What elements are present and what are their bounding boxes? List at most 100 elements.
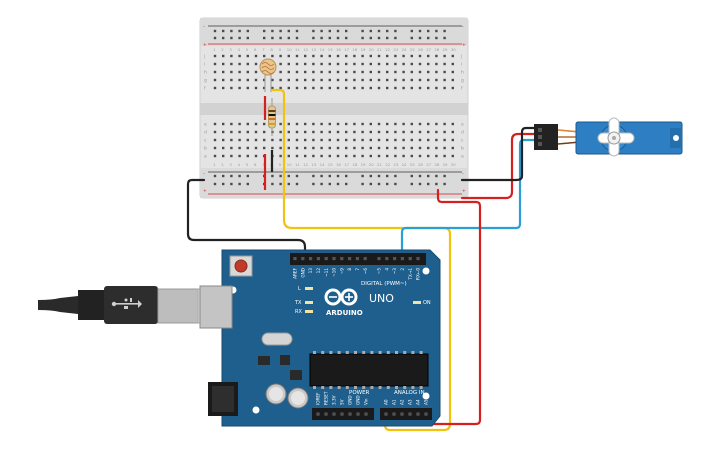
breadboard-hole[interactable] xyxy=(386,54,389,58)
breadboard-hole[interactable] xyxy=(345,54,348,58)
breadboard-hole[interactable] xyxy=(377,54,381,58)
digital-pin[interactable] xyxy=(332,257,336,261)
breadboard-hole[interactable] xyxy=(320,78,323,82)
breadboard-hole[interactable] xyxy=(320,122,323,126)
rail-hole[interactable] xyxy=(369,182,372,186)
breadboard-hole[interactable] xyxy=(353,138,356,142)
rail-hole[interactable] xyxy=(418,174,422,178)
breadboard-hole[interactable] xyxy=(246,70,249,74)
breadboard-hole[interactable] xyxy=(410,62,413,66)
breadboard-hole[interactable] xyxy=(263,122,266,126)
digital-pin[interactable] xyxy=(363,257,367,261)
breadboard-hole[interactable] xyxy=(263,86,266,90)
rail-hole[interactable] xyxy=(213,174,217,178)
breadboard-hole[interactable] xyxy=(304,70,307,74)
rail-hole[interactable] xyxy=(320,36,323,40)
rail-hole[interactable] xyxy=(320,29,323,33)
rail-hole[interactable] xyxy=(410,182,413,186)
breadboard-hole[interactable] xyxy=(271,146,274,150)
breadboard-hole[interactable] xyxy=(353,130,356,134)
breadboard-hole[interactable] xyxy=(361,138,364,142)
rail-hole[interactable] xyxy=(336,174,340,178)
breadboard-hole[interactable] xyxy=(279,154,282,158)
breadboard-hole[interactable] xyxy=(254,86,258,90)
breadboard-hole[interactable] xyxy=(312,130,315,134)
breadboard-hole[interactable] xyxy=(230,130,233,134)
breadboard-hole[interactable] xyxy=(287,154,290,158)
breadboard-hole[interactable] xyxy=(238,138,241,142)
rail-hole[interactable] xyxy=(279,36,282,40)
rail-hole[interactable] xyxy=(345,174,348,178)
digital-pin[interactable] xyxy=(408,257,412,261)
rail-hole[interactable] xyxy=(427,182,430,186)
breadboard-hole[interactable] xyxy=(246,130,249,134)
breadboard-hole[interactable] xyxy=(394,138,397,142)
breadboard-hole[interactable] xyxy=(418,146,422,150)
breadboard-hole[interactable] xyxy=(402,86,405,90)
rail-hole[interactable] xyxy=(271,29,274,33)
rail-hole[interactable] xyxy=(230,182,233,186)
breadboard-hole[interactable] xyxy=(418,86,422,90)
breadboard-hole[interactable] xyxy=(435,86,438,90)
breadboard-hole[interactable] xyxy=(418,130,422,134)
breadboard-hole[interactable] xyxy=(451,78,454,82)
digital-pin[interactable] xyxy=(309,257,313,261)
breadboard-hole[interactable] xyxy=(304,138,307,142)
breadboard-hole[interactable] xyxy=(361,78,364,82)
breadboard-hole[interactable] xyxy=(369,70,372,74)
breadboard-hole[interactable] xyxy=(230,138,233,142)
breadboard-hole[interactable] xyxy=(263,130,266,134)
breadboard-hole[interactable] xyxy=(386,130,389,134)
breadboard-hole[interactable] xyxy=(304,62,307,66)
breadboard-hole[interactable] xyxy=(451,122,454,126)
breadboard-hole[interactable] xyxy=(353,70,356,74)
rail-hole[interactable] xyxy=(361,182,364,186)
breadboard-hole[interactable] xyxy=(402,122,405,126)
yellow-wire-signal[interactable] xyxy=(270,88,452,432)
breadboard-hole[interactable] xyxy=(427,78,430,82)
rail-hole[interactable] xyxy=(222,29,225,33)
breadboard-hole[interactable] xyxy=(254,78,258,82)
breadboard-hole[interactable] xyxy=(213,54,217,58)
breadboard-hole[interactable] xyxy=(312,62,315,66)
breadboard-hole[interactable] xyxy=(353,86,356,90)
breadboard-hole[interactable] xyxy=(345,130,348,134)
breadboard-hole[interactable] xyxy=(443,62,446,66)
breadboard-hole[interactable] xyxy=(377,138,381,142)
rail-hole[interactable] xyxy=(435,174,438,178)
breadboard-hole[interactable] xyxy=(320,54,323,58)
breadboard-hole[interactable] xyxy=(279,54,282,58)
rail-hole[interactable] xyxy=(361,29,364,33)
breadboard-hole[interactable] xyxy=(394,154,397,158)
breadboard-hole[interactable] xyxy=(353,154,356,158)
breadboard-hole[interactable] xyxy=(295,86,299,90)
breadboard-hole[interactable] xyxy=(230,62,233,66)
breadboard-hole[interactable] xyxy=(451,54,454,58)
rail-hole[interactable] xyxy=(435,182,438,186)
breadboard-hole[interactable] xyxy=(213,138,217,142)
rail-hole[interactable] xyxy=(369,174,372,178)
rail-hole[interactable] xyxy=(361,174,364,178)
breadboard-hole[interactable] xyxy=(295,70,299,74)
breadboard-hole[interactable] xyxy=(418,122,422,126)
breadboard-hole[interactable] xyxy=(254,62,258,66)
breadboard-hole[interactable] xyxy=(312,70,315,74)
breadboard-hole[interactable] xyxy=(271,78,274,82)
breadboard-hole[interactable] xyxy=(246,146,249,150)
breadboard-hole[interactable] xyxy=(345,78,348,82)
rail-hole[interactable] xyxy=(320,182,323,186)
breadboard-hole[interactable] xyxy=(230,54,233,58)
power-pin[interactable] xyxy=(356,412,360,416)
rail-hole[interactable] xyxy=(369,36,372,40)
breadboard-hole[interactable] xyxy=(369,130,372,134)
breadboard-hole[interactable] xyxy=(410,86,413,90)
breadboard-hole[interactable] xyxy=(410,146,413,150)
rail-hole[interactable] xyxy=(377,174,381,178)
breadboard-hole[interactable] xyxy=(328,146,331,150)
rail-hole[interactable] xyxy=(295,36,299,40)
breadboard-hole[interactable] xyxy=(263,146,266,150)
reset-button[interactable] xyxy=(234,259,248,273)
breadboard-hole[interactable] xyxy=(443,54,446,58)
rail-hole[interactable] xyxy=(386,182,389,186)
analog-pin[interactable] xyxy=(392,412,396,416)
